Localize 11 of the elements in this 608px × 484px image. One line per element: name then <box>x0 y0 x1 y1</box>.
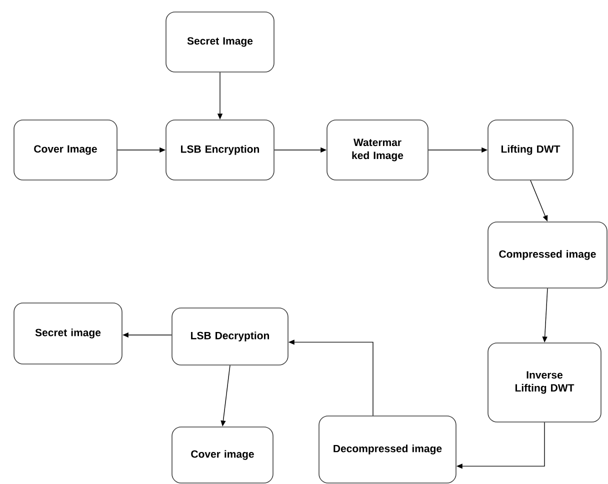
process-box: LSB Encryption <box>166 120 274 180</box>
process-box: Compressed image <box>488 222 608 288</box>
process-box: LSB Decryption <box>172 308 288 366</box>
process-box: Inverse Lifting DWT <box>488 342 602 422</box>
process-box: Lifting DWT <box>488 120 574 180</box>
process-box: Secret image <box>14 302 122 364</box>
process-box: Watermar ked Image <box>326 120 428 180</box>
process-box: Cover Image <box>14 120 118 180</box>
process-box: Cover image <box>172 426 274 484</box>
process-box: Secret Image <box>166 12 274 72</box>
process-box: Decompressed image <box>318 416 456 484</box>
